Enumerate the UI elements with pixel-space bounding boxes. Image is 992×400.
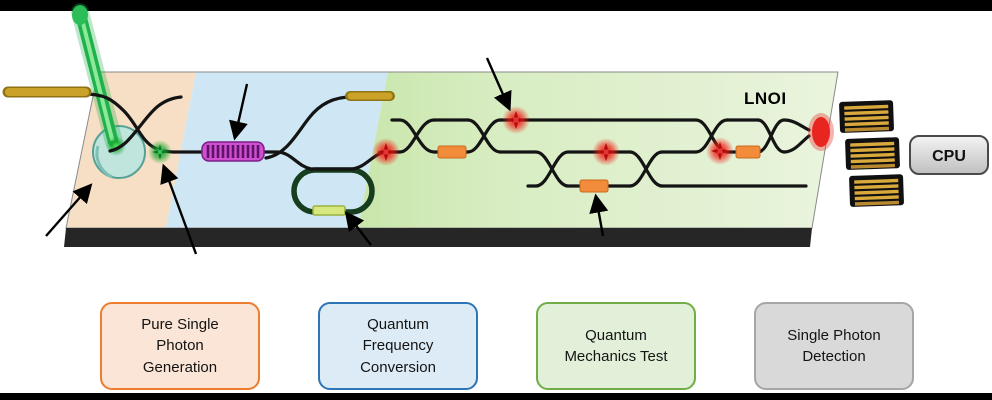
arrow-to-red-photon <box>485 57 512 112</box>
legend-label-photon-generation: Pure Single Photon Generation <box>141 316 219 376</box>
poled-waveguide-section <box>201 141 265 162</box>
annotation-arrows <box>45 57 609 255</box>
cpu-box: CPU <box>909 135 989 175</box>
photon-burst-red-4 <box>706 137 734 165</box>
legend-label-photon-detection: Single Photon Detection <box>787 326 881 365</box>
heater-electrode <box>312 205 346 216</box>
snspd-detector-3 <box>849 174 905 207</box>
arrow-to-heater <box>344 211 372 246</box>
snspd-detector-1 <box>839 100 895 133</box>
photon-burst-red-1 <box>372 138 400 166</box>
cpu-label: CPU <box>932 148 966 165</box>
arrow-to-green-photon <box>160 163 198 255</box>
legend-label-mechanics-test: Quantum Mechanics Test <box>564 326 668 365</box>
phase-modulators <box>437 145 761 193</box>
phase-modulator-2 <box>579 179 609 193</box>
legend-box-photon-detection: Single Photon Detection <box>754 302 914 390</box>
photon-burst-red-2 <box>502 106 530 134</box>
arrow-to-modulator <box>589 193 609 237</box>
bottom-border-bar <box>0 393 992 400</box>
phase-modulator-3 <box>735 145 761 159</box>
top-border-bar <box>0 0 992 11</box>
legend-box-frequency-conversion: Quantum Frequency Conversion <box>318 302 478 390</box>
lnoi-label: LNOI <box>744 89 787 108</box>
output-photon-spot <box>808 113 834 151</box>
snspd-detector-2 <box>845 137 901 170</box>
laser-source-spot <box>72 5 88 25</box>
photon-burst-green <box>148 140 172 164</box>
photon-burst-red-3 <box>592 138 620 166</box>
arrow-to-poled-section <box>229 83 249 141</box>
photonic-chip-diagram: LNOI CPU <box>2 3 989 255</box>
detector-array <box>839 100 905 207</box>
chip-front-face <box>64 228 812 247</box>
arrow-to-microring <box>45 183 93 237</box>
pump-laser-beam <box>71 3 126 156</box>
region-frequency-conversion <box>166 72 388 228</box>
phase-modulator-1 <box>437 145 467 159</box>
legend-box-photon-generation: Pure Single Photon Generation <box>100 302 260 390</box>
legend-box-mechanics-test: Quantum Mechanics Test <box>536 302 696 390</box>
legend-label-frequency-conversion: Quantum Frequency Conversion <box>360 316 436 376</box>
